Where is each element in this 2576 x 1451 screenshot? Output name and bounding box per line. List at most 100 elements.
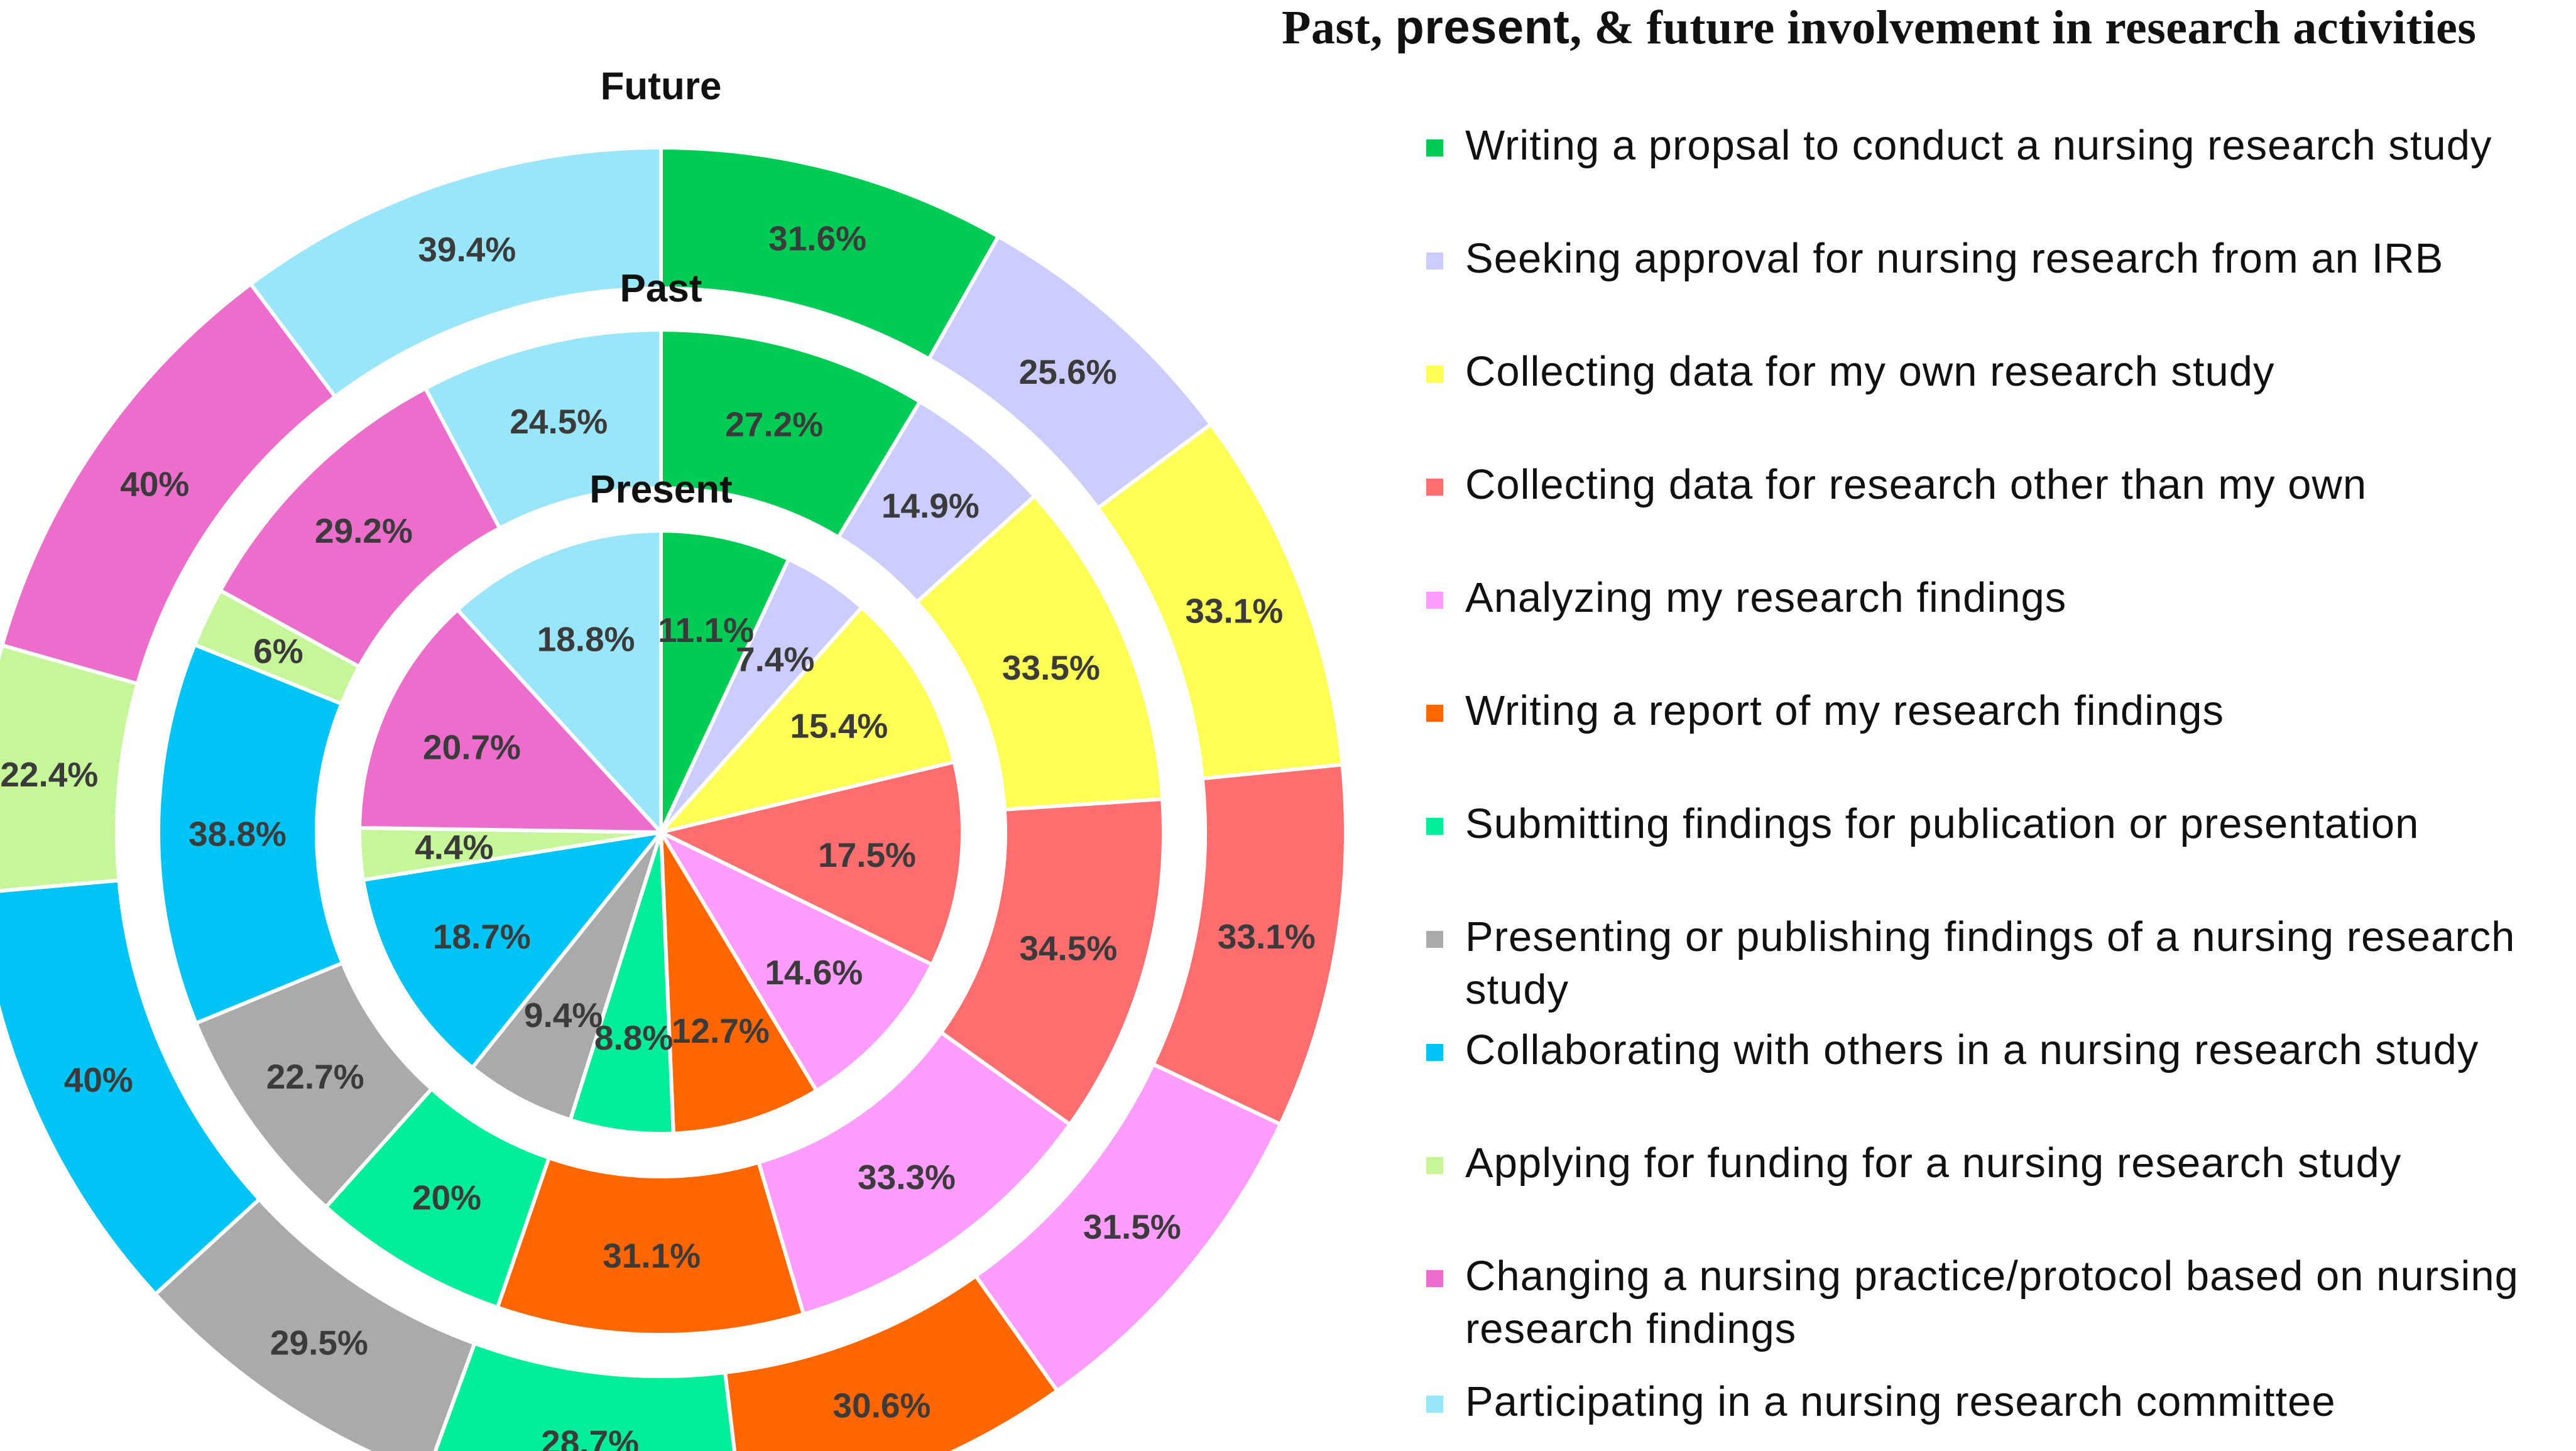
legend-item-4: Collecting data for research other than …	[1426, 459, 2576, 511]
slice-present-3	[659, 605, 956, 834]
slice-present-8	[470, 830, 663, 1122]
slice-label-future-5: 31.5%	[1083, 1207, 1181, 1246]
legend-swatch	[1426, 1270, 1443, 1287]
legend-item-11: Changing a nursing practice/protocol bas…	[1426, 1250, 2576, 1356]
legend-swatch	[1426, 1157, 1443, 1174]
ring-name-present: Present	[589, 468, 732, 511]
slice-label-present-1: 11.1%	[658, 611, 754, 649]
slice-label-present-4: 17.5%	[818, 835, 916, 874]
ring-name-past: Past	[620, 267, 702, 310]
legend-item-10: Applying for funding for a nursing resea…	[1426, 1137, 2576, 1190]
legend-item-2: Seeking approval for nursing research fr…	[1426, 232, 2576, 285]
legend-swatch	[1426, 253, 1443, 269]
legend-swatch	[1426, 479, 1443, 496]
slice-label-future-11: 40%	[120, 465, 189, 504]
legend-label: Applying for funding for a nursing resea…	[1465, 1139, 2402, 1187]
slice-present-1	[659, 529, 791, 834]
slice-present-5	[659, 830, 934, 1093]
chart-title-part2: present	[1395, 1, 1570, 54]
slice-label-future-3: 33.1%	[1185, 592, 1283, 631]
slice-present-7	[568, 830, 675, 1136]
ring-name-future: Future	[601, 65, 722, 108]
legend-swatch	[1426, 366, 1443, 383]
legend-swatch	[1426, 1396, 1443, 1413]
legend-item-9: Collaborating with others in a nursing r…	[1426, 1024, 2576, 1077]
legend-item-6: Writing a report of my research findings	[1426, 685, 2576, 737]
slice-present-6	[659, 830, 819, 1136]
slice-label-future-9: 40%	[64, 1060, 133, 1099]
slice-label-future-4: 33.1%	[1218, 917, 1316, 956]
slice-label-present-11: 20.7%	[423, 728, 521, 767]
legend: Writing a propsal to conduct a nursing r…	[1426, 119, 2576, 1445]
chart-title: Past, present, & future involvement in r…	[1282, 0, 2576, 69]
slice-label-present-2: 7.4%	[736, 640, 814, 679]
labels-layer: 11.1%7.4% 15.4% 17.5% 14.6% 12.7%8.8%9.4% 18.…	[0, 219, 1315, 1451]
slice-future-12	[249, 146, 663, 399]
slice-past-12	[423, 328, 663, 530]
slice-future-6	[723, 1274, 1059, 1451]
legend-swatch	[1426, 139, 1443, 156]
slice-present-12	[456, 529, 663, 834]
slice-label-future-12: 39.4%	[418, 230, 516, 269]
slice-future-7	[433, 1341, 736, 1451]
legend-label: Changing a nursing practice/protocol bas…	[1465, 1253, 2519, 1352]
legend-item-7: Submitting findings for publication or p…	[1426, 798, 2576, 850]
slice-label-future-7: 28.7%	[541, 1423, 639, 1451]
slice-future-9	[0, 878, 261, 1296]
slice-label-past-5: 33.3%	[858, 1158, 956, 1197]
legend-item-12: Participating in a nursing research comm…	[1426, 1376, 2576, 1428]
slice-label-past-9: 38.8%	[188, 814, 287, 853]
slice-label-past-1: 27.2%	[725, 405, 823, 444]
slice-label-past-4: 34.5%	[1019, 928, 1117, 967]
legend-label: Analyzing my research findings	[1465, 574, 2067, 621]
slice-present-4	[659, 760, 964, 967]
legend-label: Submitting findings for publication or p…	[1465, 800, 2420, 847]
legend-label: Writing a propsal to conduct a nursing r…	[1465, 122, 2492, 169]
slice-label-present-3: 15.4%	[790, 707, 888, 746]
legend-swatch	[1426, 931, 1443, 948]
slice-label-past-6: 31.1%	[603, 1236, 701, 1275]
legend-swatch	[1426, 592, 1443, 609]
slice-label-future-6: 30.6%	[832, 1386, 931, 1425]
legend-label: Writing a report of my research findings	[1465, 687, 2225, 734]
slice-label-past-3: 33.5%	[1002, 648, 1100, 687]
legend-item-1: Writing a propsal to conduct a nursing r…	[1426, 119, 2576, 172]
slice-label-future-1: 31.6%	[768, 219, 866, 258]
legend-swatch	[1426, 818, 1443, 835]
slice-label-present-8: 9.4%	[524, 996, 603, 1035]
ring-names-layer: Present Past Future	[589, 65, 732, 511]
legend-item-3: Collecting data for my own research stud…	[1426, 345, 2576, 398]
slice-label-present-7: 8.8%	[594, 1018, 673, 1057]
slice-label-present-5: 14.6%	[765, 953, 863, 992]
slice-label-present-6: 12.7%	[672, 1011, 770, 1050]
slice-label-present-9: 18.7%	[433, 917, 531, 956]
slice-label-past-2: 14.9%	[881, 486, 980, 525]
slice-label-past-12: 24.5%	[510, 402, 608, 441]
slice-past-9	[156, 643, 345, 1025]
legend-label: Presenting or publishing findings of a n…	[1465, 913, 2516, 1013]
legend-item-8: Presenting or publishing findings of a n…	[1426, 911, 2576, 1016]
slice-present-9	[361, 830, 663, 1070]
legend-swatch	[1426, 1044, 1443, 1061]
slice-label-future-10: 22.4%	[0, 755, 98, 794]
slice-label-past-10: 6%	[253, 632, 303, 671]
legend-label: Participating in a nursing research comm…	[1465, 1378, 2336, 1425]
slice-label-past-11: 29.2%	[315, 511, 413, 550]
slice-present-11	[357, 607, 663, 834]
slice-label-past-8: 22.7%	[266, 1057, 364, 1096]
slice-label-present-12: 18.8%	[537, 619, 635, 658]
legend-label: Collecting data for my own research stud…	[1465, 348, 2275, 395]
legend-swatch	[1426, 705, 1443, 722]
legend-label: Collecting data for research other than …	[1465, 461, 2367, 508]
legend-item-5: Analyzing my research findings	[1426, 572, 2576, 624]
slice-label-future-8: 29.5%	[270, 1323, 368, 1362]
chart-title-part3: , & future involvement in research activ…	[1569, 1, 2477, 54]
slice-label-future-2: 25.6%	[1019, 352, 1117, 391]
slice-label-present-10: 4.4%	[415, 828, 493, 867]
legend-label: Seeking approval for nursing research fr…	[1465, 235, 2444, 282]
legend-label: Collaborating with others in a nursing r…	[1465, 1026, 2479, 1073]
slices-layer	[0, 146, 1348, 1451]
chart-title-part1: Past,	[1282, 1, 1395, 54]
